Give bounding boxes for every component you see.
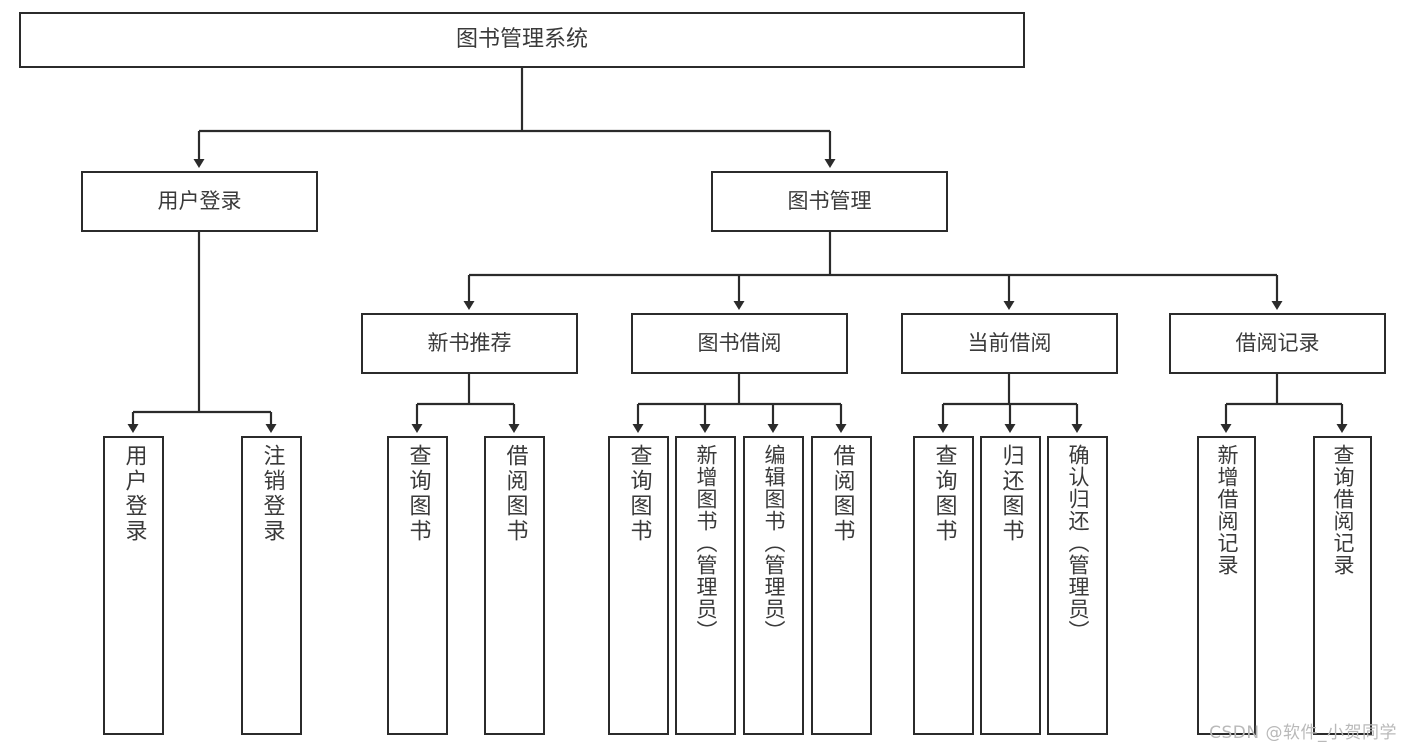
- node-label: 图书管理: [787, 189, 872, 214]
- node-label: 图书借阅: [697, 331, 782, 356]
- node-label: 编辑图书（管理员）: [762, 444, 786, 642]
- node-label: 注销登录: [259, 444, 285, 544]
- node-label: 当前借阅: [967, 331, 1052, 356]
- watermark: CSDN @软件_小贺同学: [1209, 723, 1397, 743]
- node-leaf-logout[interactable]: 注销登录: [241, 436, 302, 735]
- node-new-book-rec[interactable]: 新书推荐: [361, 313, 578, 374]
- node-leaf-query-record[interactable]: 查询借阅记录: [1313, 436, 1372, 735]
- node-label: 确认归还（管理员）: [1066, 444, 1090, 642]
- node-leaf-query-book-2[interactable]: 查询图书: [608, 436, 669, 735]
- node-book-manage[interactable]: 图书管理: [711, 171, 948, 232]
- node-label: 新增图书（管理员）: [694, 444, 718, 642]
- node-book-borrow[interactable]: 图书借阅: [631, 313, 848, 374]
- node-label: 借阅图书: [502, 444, 528, 544]
- node-leaf-borrow-book-1[interactable]: 借阅图书: [484, 436, 545, 735]
- node-leaf-borrow-book-2[interactable]: 借阅图书: [811, 436, 872, 735]
- node-label: 归还图书: [998, 444, 1024, 544]
- node-borrow-record[interactable]: 借阅记录: [1169, 313, 1386, 374]
- node-label: 图书管理系统: [455, 27, 588, 53]
- node-label: 查询图书: [405, 444, 431, 544]
- node-current-borrow[interactable]: 当前借阅: [901, 313, 1118, 374]
- node-leaf-edit-book[interactable]: 编辑图书（管理员）: [743, 436, 804, 735]
- node-leaf-return-book[interactable]: 归还图书: [980, 436, 1041, 735]
- node-leaf-add-book[interactable]: 新增图书（管理员）: [675, 436, 736, 735]
- node-label: 用户登录: [121, 444, 147, 544]
- node-label: 查询图书: [626, 444, 652, 544]
- node-label: 借阅图书: [829, 444, 855, 544]
- node-leaf-confirm-return[interactable]: 确认归还（管理员）: [1047, 436, 1108, 735]
- node-label: 用户登录: [157, 189, 242, 214]
- node-leaf-user-login[interactable]: 用户登录: [103, 436, 164, 735]
- node-root[interactable]: 图书管理系统: [19, 12, 1025, 68]
- node-label: 新书推荐: [427, 331, 512, 356]
- node-leaf-query-book-3[interactable]: 查询图书: [913, 436, 974, 735]
- node-user-login[interactable]: 用户登录: [81, 171, 318, 232]
- node-label: 新增借阅记录: [1215, 444, 1239, 576]
- node-leaf-add-record[interactable]: 新增借阅记录: [1197, 436, 1256, 735]
- node-label: 查询借阅记录: [1331, 444, 1355, 576]
- node-leaf-query-book-1[interactable]: 查询图书: [387, 436, 448, 735]
- node-label: 查询图书: [931, 444, 957, 544]
- node-label: 借阅记录: [1235, 331, 1320, 356]
